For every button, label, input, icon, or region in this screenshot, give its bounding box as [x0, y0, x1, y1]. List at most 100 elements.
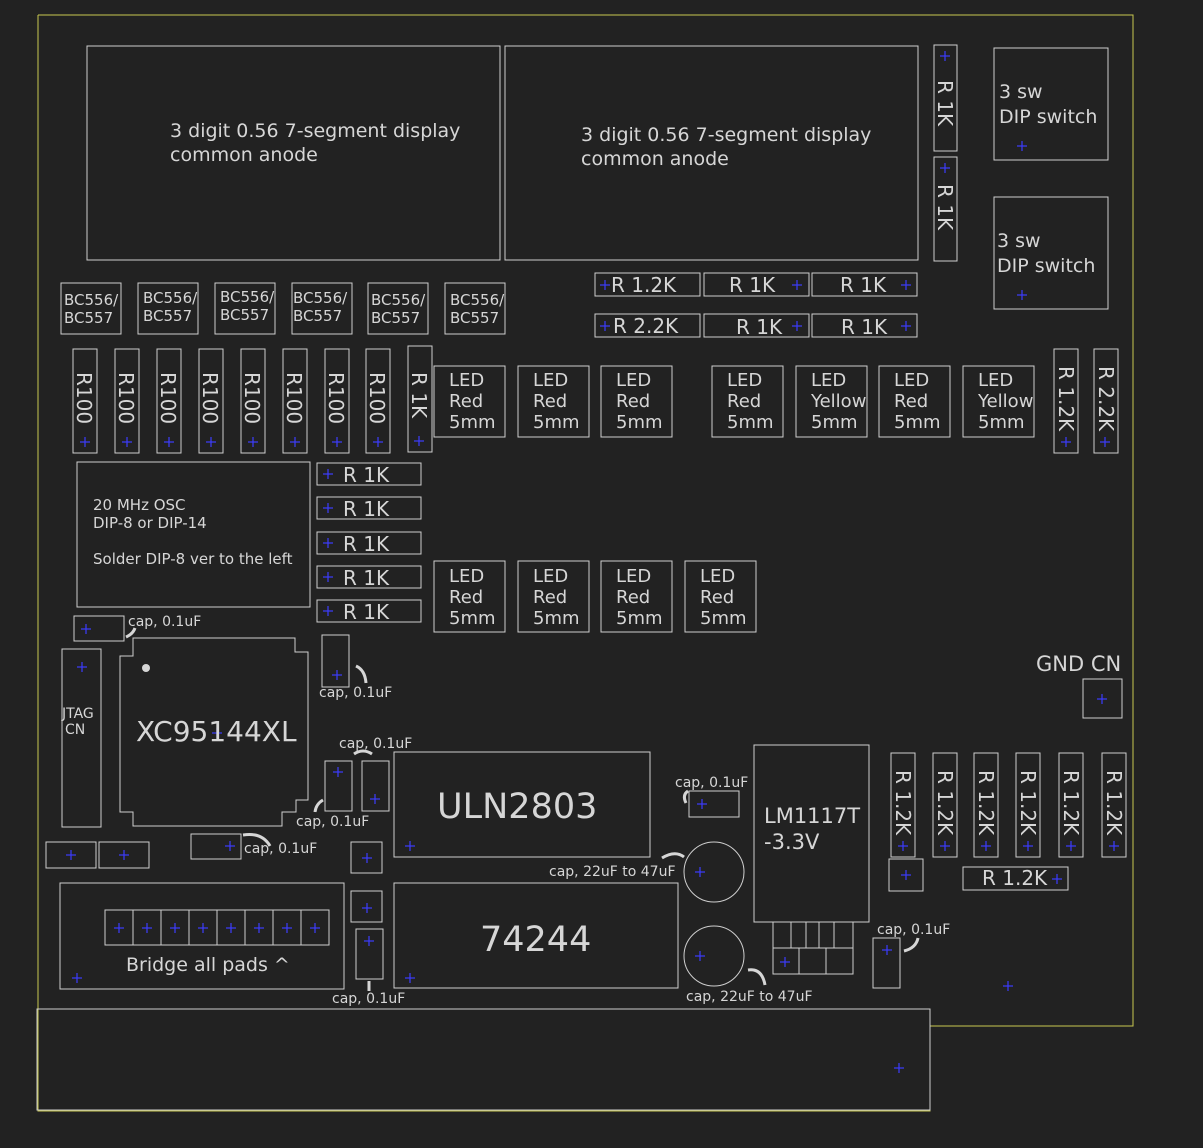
transistor-1-line2: BC557 — [64, 309, 113, 327]
led-top-3-l2: Red — [616, 391, 650, 412]
resistor-row1-2: R 1K — [703, 272, 810, 297]
bridge-pad-6 — [244, 909, 274, 946]
bridge-pad-5 — [216, 909, 246, 946]
resistor-right-vertical-2-label: R 2.2K — [1094, 366, 1118, 432]
led-top-1-l1: LED — [449, 370, 484, 391]
resistor-bottom-right-2: R 1.2K — [932, 752, 958, 858]
resistor-r100-4: R100 — [198, 348, 224, 454]
transistor-4-line2: BC557 — [293, 307, 342, 325]
transistor-2: BC556/ BC557 — [137, 282, 199, 335]
resistor-row1-3: R 1K — [811, 272, 918, 297]
led-bottom-4-l3: 5mm — [700, 608, 747, 629]
resistor-top-vertical-1-label: R 1K — [933, 80, 957, 127]
led-top-3-l3: 5mm — [616, 412, 663, 433]
bridge-pad-2 — [132, 909, 162, 946]
led-top-3-l1: LED — [616, 370, 651, 391]
led-top-7-l1: LED — [978, 370, 1013, 391]
jtag-line1: JTAG — [61, 706, 94, 722]
display-right-line1: 3 digit 0.56 7-segment display — [581, 124, 871, 146]
transistor-4-line1: BC556/ — [293, 289, 348, 307]
resistor-bottom-right-1: R 1.2K — [890, 752, 916, 858]
led-bottom-4-l1: LED — [700, 566, 735, 587]
resistor-bottom-right-2-label: R 1.2K — [933, 770, 957, 836]
pad-pair-left — [45, 841, 150, 869]
cap-electrolytic-1-label: cap, 22uF to 47uF — [549, 864, 676, 880]
led-top-2-l1: LED — [533, 370, 568, 391]
resistor-right-vertical-2: R 2.2K — [1093, 348, 1119, 454]
buffer-label: 74244 — [480, 920, 591, 960]
cap-electrolytic-2: cap, 22uF to 47uF — [683, 925, 813, 1005]
dip-switch-2-line2: DIP switch — [997, 255, 1095, 277]
resistor-row2-2-label: R 1K — [736, 315, 783, 339]
resistor-r100-2: R100 — [114, 348, 140, 454]
cap-7-label: cap, 0.1uF — [675, 775, 748, 791]
led-bottom-3-l2: Red — [616, 587, 650, 608]
uln-label: ULN2803 — [437, 787, 597, 827]
bridge-pad-7 — [272, 909, 302, 946]
resistor-left-stack-2: R 1K — [316, 496, 422, 521]
bridge-pad-4 — [188, 909, 218, 946]
cap-5: cap, 0.1uF — [190, 833, 317, 860]
resistor-bottom-right-4-label: R 1.2K — [1016, 770, 1040, 836]
led-top-6-l1: LED — [894, 370, 929, 391]
resistor-bottom-horizontal-label: R 1.2K — [982, 866, 1048, 890]
resistor-left-stack-2-label: R 1K — [343, 497, 390, 521]
resistor-top-vertical-2-label: R 1K — [933, 184, 957, 231]
cap-6: cap, 0.1uF — [332, 928, 405, 1007]
resistor-r100-5: R100 — [240, 348, 266, 454]
led-bottom-4-l2: Red — [700, 587, 734, 608]
resistor-bottom-right-5: R 1.2K — [1058, 752, 1084, 858]
transistor-6-line2: BC557 — [450, 309, 499, 327]
resistor-bottom-right-3: R 1.2K — [973, 752, 999, 858]
led-top-1-l2: Red — [449, 391, 483, 412]
transistor-6: BC556/ BC557 — [444, 282, 506, 335]
transistor-6-line1: BC556/ — [450, 291, 505, 309]
regulator-line1: LM1117T — [764, 804, 860, 828]
resistor-row2-3: R 1K — [811, 313, 918, 339]
transistor-4: BC556/ BC557 — [291, 282, 353, 335]
transistor-5-line1: BC556/ — [371, 291, 426, 309]
jtag-line2: CN — [65, 722, 85, 738]
resistor-1k-vertical: R 1K — [407, 345, 433, 453]
led-top-7-l3: 5mm — [978, 412, 1025, 433]
cap-3: cap, 0.1uF — [296, 760, 369, 830]
cap-1: cap, 0.1uF — [73, 614, 201, 642]
resistor-r100-8: R100 — [365, 348, 391, 454]
led-bottom-3-l1: LED — [616, 566, 651, 587]
cap-1-label: cap, 0.1uF — [128, 614, 201, 630]
transistor-3-line2: BC557 — [220, 306, 269, 324]
resistor-bottom-right-6-label: R 1.2K — [1102, 770, 1126, 836]
resistor-r100-2-label: R100 — [114, 372, 138, 424]
led-bottom-1-l2: Red — [449, 587, 483, 608]
transistor-3-line1: BC556/ — [220, 288, 275, 306]
led-bottom-3-l3: 5mm — [616, 608, 663, 629]
cap-3-label: cap, 0.1uF — [339, 736, 412, 752]
cap-6-label: cap, 0.1uF — [332, 991, 405, 1007]
resistor-r100-1: R100 — [72, 348, 98, 454]
led-bottom-2-l3: 5mm — [533, 608, 580, 629]
display-right-line2: common anode — [581, 148, 729, 170]
pad-single-1 — [350, 841, 383, 874]
resistors-bottom-right: R 1.2K R 1.2K R 1.2K R 1.2K R 1.2K R 1.2K — [890, 752, 1127, 858]
led-top-4-l1: LED — [727, 370, 762, 391]
bridge-label: Bridge all pads ^ — [126, 954, 290, 976]
cpld-xc95144xl: XC95144XL — [119, 637, 309, 827]
regulator-line2: -3.3V — [764, 830, 820, 854]
gnd-connector: GND CN — [1036, 652, 1123, 719]
pad-single-3 — [888, 858, 924, 892]
led-bottom-1-l3: 5mm — [449, 608, 496, 629]
resistor-row2-3-label: R 1K — [841, 315, 888, 339]
dip-switch-2: 3 sw DIP switch — [993, 196, 1109, 310]
oscillator: 20 MHz OSC DIP-8 or DIP-14 Solder DIP-8 … — [76, 461, 311, 608]
cap-7: cap, 0.1uF — [675, 775, 748, 818]
resistor-1k-vertical-label: R 1K — [407, 372, 431, 419]
buffer-74244: 74244 — [393, 882, 679, 989]
resistor-row1-3-label: R 1K — [840, 273, 887, 297]
cap-5-label: cap, 0.1uF — [244, 841, 317, 857]
resistor-left-stack-4-label: R 1K — [343, 566, 390, 590]
resistor-row1-1: R 1.2K — [594, 272, 701, 297]
